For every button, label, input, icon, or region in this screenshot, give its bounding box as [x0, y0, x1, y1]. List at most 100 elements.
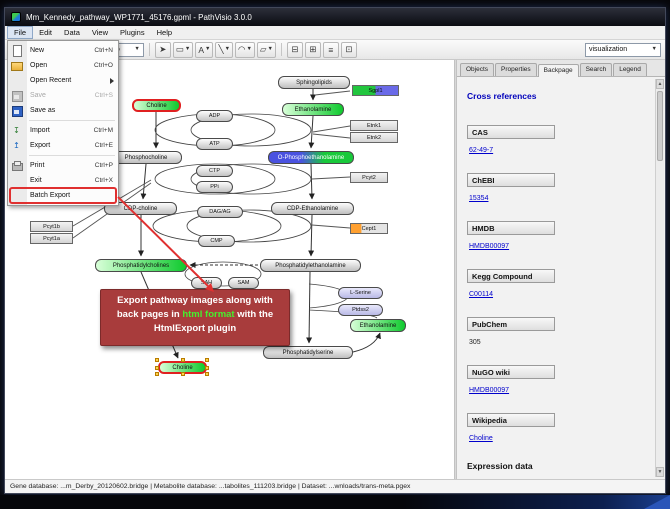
menu-item-export[interactable]: ↥ Export Ctrl+E	[8, 138, 118, 153]
menu-separator	[29, 155, 115, 156]
menu-data[interactable]: Data	[64, 28, 80, 37]
panel-splitter[interactable]	[454, 60, 457, 479]
app-window: Mm_Kennedy_pathway_WP1771_45176.gpml - P…	[4, 7, 666, 494]
pathway-node[interactable]: L-Serine	[338, 287, 383, 299]
tab-properties[interactable]: Properties	[495, 63, 537, 76]
menu-item-import[interactable]: ↧ Import Ctrl+M	[8, 123, 118, 138]
pathway-node[interactable]: Pcyt1b	[30, 221, 73, 232]
selection-handle[interactable]	[155, 372, 159, 376]
pathway-node[interactable]: Phosphatidylcholines	[95, 259, 187, 272]
selection-handle[interactable]	[205, 358, 209, 362]
scrollbar-thumb[interactable]	[657, 91, 663, 161]
pathway-node[interactable]: Phosphatidylethanolamine	[260, 259, 361, 272]
pathway-node[interactable]: Ethanolamine	[350, 319, 406, 332]
pathway-node[interactable]: Etnk1	[350, 120, 398, 131]
xref-link[interactable]: 15354	[469, 195, 489, 202]
scroll-down-icon[interactable]: ▼	[656, 467, 664, 477]
xref-link[interactable]: 62-49-7	[469, 147, 494, 154]
menu-item-save-as[interactable]: Save as	[8, 103, 118, 118]
selection-handle[interactable]	[205, 372, 209, 376]
pathway-node[interactable]: CMP	[198, 235, 235, 247]
selection-tool-button[interactable]: ➤	[154, 41, 171, 58]
pathway-node[interactable]: Choline	[132, 99, 181, 112]
selection-handle[interactable]	[155, 358, 159, 362]
menu-item-exit[interactable]: Exit Ctrl+X	[8, 173, 118, 188]
scroll-up-icon[interactable]: ▲	[656, 79, 664, 89]
new-document-icon	[11, 45, 22, 57]
chevron-down-icon: ▼	[651, 45, 657, 52]
menu-bar: File Edit Data View Plugins Help	[5, 26, 665, 40]
arc-tool-button[interactable]: ◠▼	[235, 41, 255, 58]
toolbar-separator	[280, 43, 282, 56]
blank-icon	[11, 175, 22, 186]
menu-view[interactable]: View	[91, 28, 108, 37]
pathway-node[interactable]: Etnk2	[350, 132, 398, 143]
pathway-node[interactable]: Phosphatidylserine	[263, 346, 353, 359]
pathway-node[interactable]: PPi	[196, 181, 233, 193]
xref-title: HMDB	[467, 221, 555, 235]
visualization-combobox[interactable]: visualization▼	[585, 42, 661, 57]
pathway-node[interactable]: O-Phosphoethanolamine	[268, 151, 354, 164]
side-panel-tabs: Objects Properties Backpage Search Legen…	[457, 60, 665, 77]
menu-item-new[interactable]: New Ctrl+N	[8, 43, 118, 58]
annotation-text: with the HtmlExport plugin	[153, 308, 274, 334]
pathway-node[interactable]: Pcyt2	[350, 172, 388, 183]
xref-title: CAS	[467, 125, 555, 139]
xref-section-pubchem: PubChem 305	[467, 317, 655, 349]
menu-plugins[interactable]: Plugins	[120, 28, 145, 37]
datanode-tool-button[interactable]: ▭▼	[172, 41, 194, 58]
pathway-node[interactable]: ATP	[196, 138, 233, 150]
xref-title: ChEBI	[467, 173, 555, 187]
menu-edit[interactable]: Edit	[39, 28, 53, 37]
datanode-tool-icon: ▭	[175, 44, 184, 54]
selection-handle[interactable]	[180, 372, 185, 376]
pathway-node[interactable]: CDP-Ethanolamine	[271, 202, 354, 215]
align-vertical-button[interactable]: ⊞	[304, 41, 321, 58]
arc-tool-icon: ◠	[238, 44, 246, 54]
xref-link[interactable]: Choline	[469, 435, 493, 442]
xref-link[interactable]: C00114	[469, 291, 494, 298]
align-horizontal-button[interactable]: ⊟	[286, 41, 303, 58]
stack-button[interactable]: ≡	[322, 41, 339, 58]
menu-file[interactable]: File	[7, 26, 34, 39]
pathway-node[interactable]: SAM	[228, 277, 259, 289]
menu-item-open-recent[interactable]: Open Recent	[8, 73, 118, 88]
menu-item-save[interactable]: Save Ctrl+S	[8, 88, 118, 103]
pathway-node[interactable]: ADP	[196, 110, 233, 122]
menu-item-print[interactable]: Print Ctrl+P	[8, 158, 118, 173]
pathway-node[interactable]: Ptdss2	[338, 304, 383, 316]
panel-scrollbar[interactable]: ▲ ▼	[655, 79, 664, 477]
label-tool-button[interactable]: A▼	[195, 41, 214, 58]
menu-item-batch-export[interactable]: Batch Export	[8, 187, 118, 204]
annotation-highlight: html format	[182, 308, 235, 320]
pathway-node[interactable]: CTP	[196, 165, 233, 177]
tab-search[interactable]: Search	[579, 63, 613, 76]
menu-help[interactable]: Help	[156, 28, 173, 37]
pathway-node[interactable]: Sphingolipids	[278, 76, 350, 89]
pathway-node[interactable]: Phosphocholine	[110, 151, 182, 164]
xref-link[interactable]: HMDB00097	[469, 243, 510, 250]
selection-handle[interactable]	[205, 365, 209, 370]
shape-tool-button[interactable]: ▱▼	[256, 41, 276, 58]
line-tool-button[interactable]: ╲▼	[215, 41, 234, 58]
file-menu: New Ctrl+N Open Ctrl+O Open Recent Save …	[7, 40, 119, 206]
pathway-node[interactable]: Pcyt1a	[30, 233, 73, 244]
pathway-node[interactable]: DAG/AG	[197, 206, 243, 218]
tab-backpage[interactable]: Backpage	[537, 64, 579, 77]
save-as-icon	[11, 105, 23, 117]
xref-link[interactable]: HMDB00097	[469, 387, 510, 394]
pathway-node[interactable]: Sgpl1	[352, 85, 399, 96]
tab-objects[interactable]: Objects	[460, 63, 495, 76]
xref-section-nugo: NuGO wiki HMDB00097	[467, 365, 655, 397]
pathway-node[interactable]: SAH	[191, 277, 222, 289]
selection-handle[interactable]	[180, 358, 185, 362]
selection-handle[interactable]	[155, 365, 159, 370]
xref-section-wikipedia: Wikipedia Choline	[467, 413, 655, 445]
tab-legend[interactable]: Legend	[613, 63, 647, 76]
menu-item-open[interactable]: Open Ctrl+O	[8, 58, 118, 73]
pathway-node[interactable]: Ethanolamine	[282, 103, 344, 116]
group-button[interactable]: ⊡	[340, 41, 357, 58]
pathway-node[interactable]: Cept1	[350, 223, 388, 234]
xref-title: Kegg Compound	[467, 269, 555, 283]
